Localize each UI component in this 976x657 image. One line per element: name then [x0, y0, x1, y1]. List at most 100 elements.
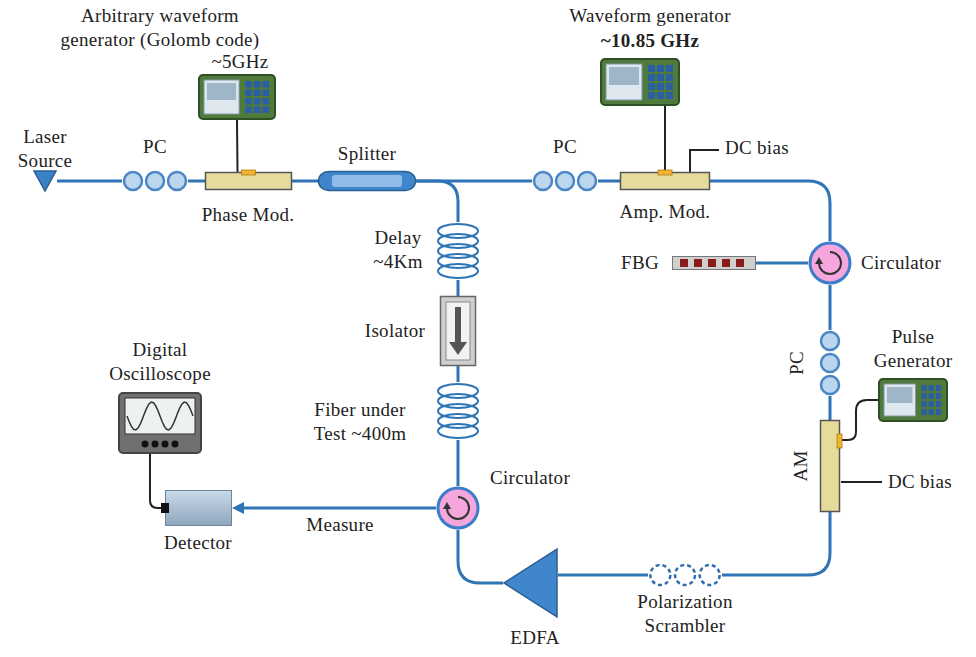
polarization-controller: PC [122, 171, 188, 191]
electrical-cable [237, 120, 239, 172]
edge-label: Measure [306, 513, 374, 537]
osc-icon [118, 392, 202, 454]
optical-fiber [598, 181, 620, 182]
modh-icon [620, 172, 710, 190]
optical-fiber [57, 181, 122, 182]
connector-line [292, 180, 318, 183]
modv-icon [820, 420, 840, 512]
connector-line [457, 440, 460, 486]
connector-line [457, 280, 460, 296]
amplitude-modulator: AM [820, 420, 840, 512]
component-label: FBG [621, 251, 659, 275]
pc-icon [122, 171, 188, 191]
connector-line [558, 574, 648, 577]
connector-line [242, 507, 436, 510]
optical-circulator: Circulator [808, 241, 852, 285]
electrical-cable [150, 454, 165, 508]
gen-icon [600, 58, 680, 106]
iso-icon [440, 296, 476, 366]
component-label: Pulse Generator [863, 325, 963, 373]
component-label: Polarization Scrambler [620, 590, 750, 638]
component-label: Digital Oscilloscope [104, 338, 216, 386]
connector-line [57, 180, 122, 183]
optical-fiber [188, 181, 205, 182]
scr-icon [648, 564, 722, 586]
optical-fiber [830, 396, 831, 420]
bias-label: DC bias [888, 470, 952, 494]
optical-isolator: Isolator [440, 296, 476, 366]
digital-oscilloscope: Digital Oscilloscope [118, 392, 202, 454]
fiber-under-test-coil: Fiber under Test ~400m [436, 382, 480, 440]
dc-bias-wire [690, 150, 882, 482]
component-label: Phase Mod. [202, 203, 295, 227]
arrow-head [232, 502, 244, 514]
optical-fiber [416, 181, 458, 222]
component-label: PC [785, 351, 809, 375]
laser-source: Laser Source [33, 170, 57, 192]
optical-fiber [830, 285, 831, 330]
det-icon [165, 490, 232, 526]
component-label: Circulator [861, 251, 941, 275]
connector-line [416, 181, 458, 222]
modh-icon [205, 172, 292, 190]
connector-line [236, 120, 239, 172]
component-label: EDFA [510, 626, 559, 650]
waveform-generator: Waveform generator~10.85 GHz [600, 58, 680, 106]
photo-detector: Detector [165, 490, 232, 526]
component-label: Arbitrary waveform generator (Golomb cod… [50, 4, 270, 52]
component-label: Splitter [338, 142, 396, 166]
connector-line [829, 396, 832, 420]
component-label: Isolator [365, 319, 425, 343]
connector-line [722, 512, 830, 575]
electrical-cable [665, 106, 666, 172]
component-label: Circulator [490, 466, 570, 490]
connector-line [188, 180, 205, 183]
phase-modulator: Phase Mod. [205, 172, 292, 190]
fiber-splitter: Splitter [318, 171, 416, 191]
connector-line [458, 530, 503, 583]
connector-line [150, 454, 165, 508]
optical-fiber [710, 181, 830, 241]
component-label: Laser Source [5, 125, 85, 173]
optical-fiber [458, 440, 459, 486]
connector-line [756, 262, 808, 265]
pc-icon [532, 171, 598, 191]
component-label: AM [789, 450, 813, 481]
circ-icon [808, 241, 852, 285]
component-label: PC [553, 135, 577, 159]
gen-icon [198, 74, 276, 120]
connector-line [829, 285, 832, 330]
fbg-icon [672, 256, 756, 270]
coil-icon [436, 222, 480, 280]
optical-fiber [558, 575, 648, 576]
connector-line [457, 366, 460, 382]
optical-fiber [756, 263, 808, 264]
edfa-amplifier: EDFA [503, 548, 558, 618]
bias-label: DC bias [725, 136, 789, 160]
optical-fiber [722, 512, 830, 575]
delay-fiber-coil: Delay ~4Km [436, 222, 480, 280]
component-label: PC [143, 135, 167, 159]
component-label: Delay ~4Km [366, 226, 430, 274]
component-label: Detector [164, 531, 232, 555]
optical-fiber [292, 181, 318, 182]
gen-icon [878, 378, 948, 422]
connector-line [840, 400, 878, 440]
edfa-icon [503, 548, 558, 618]
optical-circulator: Circulator [436, 486, 480, 530]
component-label: ~10.85 GHz [601, 29, 699, 53]
laser-icon [33, 170, 57, 192]
coil-icon [436, 382, 480, 440]
electrical-cable [840, 400, 878, 440]
pulse-generator: Pulse Generator [878, 378, 948, 422]
component-label: Waveform generator [569, 4, 731, 28]
polarization-scrambler: Polarization Scrambler [648, 564, 722, 586]
polarization-controller: PC [532, 171, 598, 191]
component-label: ~5GHz [211, 50, 268, 74]
component-label: Fiber under Test ~400m [301, 398, 419, 446]
connector-line [710, 181, 830, 241]
pcv-icon [820, 330, 840, 396]
optical-fiber [458, 530, 503, 583]
optical-fiber [458, 366, 459, 382]
